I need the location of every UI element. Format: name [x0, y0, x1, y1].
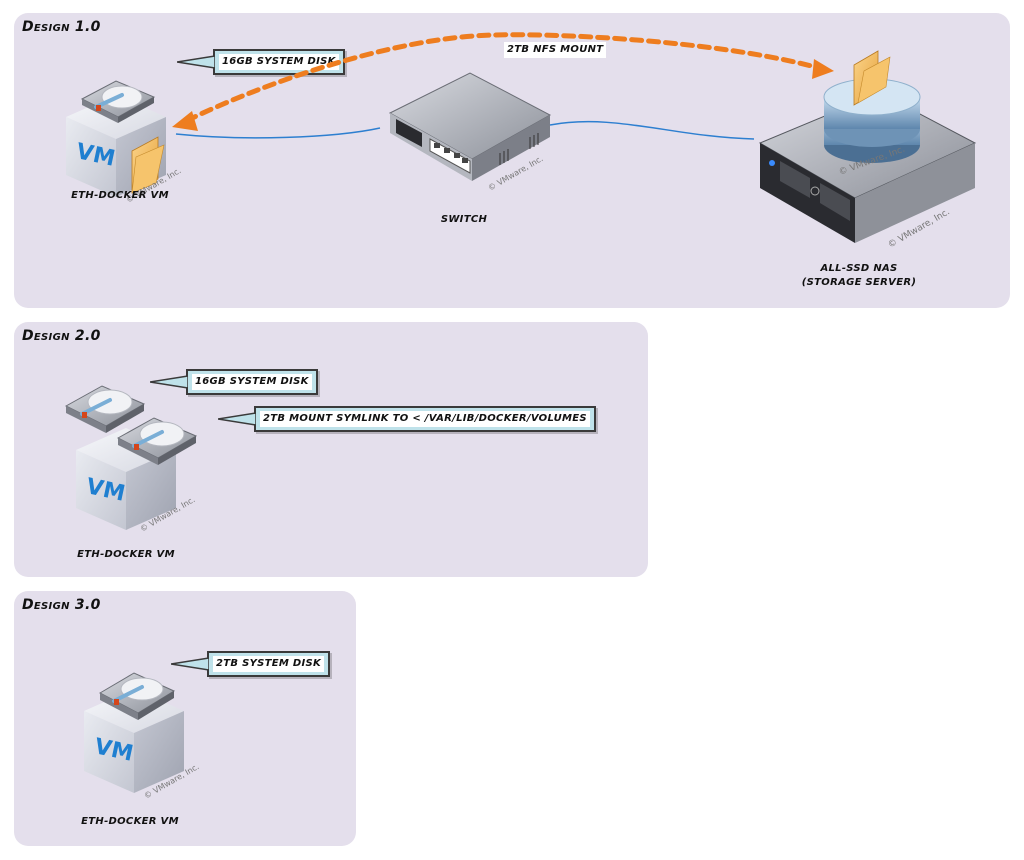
- folder-icon: [853, 50, 891, 106]
- design-2-title: Design 2.0: [22, 328, 101, 344]
- vm-label: eth-docker VM: [71, 190, 169, 201]
- vm-label: eth-docker VM: [77, 549, 175, 560]
- nas-server-icon: © VMware, Inc. © VMware, Inc.: [758, 50, 977, 251]
- switch-label: switch: [440, 214, 488, 225]
- callout-text: 16GB system disk: [219, 54, 339, 70]
- vm-cube-icon: VM © VMware, Inc.: [66, 80, 183, 205]
- callout-pointer: [171, 657, 209, 671]
- system-disk-callout: 16GB system disk: [177, 49, 345, 75]
- nas-label-line1: All-SSD NAS: [820, 263, 898, 274]
- callout-pointer: [177, 55, 215, 69]
- hard-disk-icon: [80, 80, 156, 123]
- hard-disk-icon: [116, 417, 198, 465]
- vm-label: eth-docker VM: [81, 816, 179, 827]
- nfs-mount-label: 2TB NFS mount: [504, 42, 607, 58]
- system-disk-callout: 16GB system disk: [150, 369, 318, 395]
- database-icon: [823, 78, 921, 163]
- hard-disk-icon: [98, 672, 176, 720]
- hard-disk-icon: [64, 385, 146, 433]
- network-switch-icon: © VMware, Inc.: [388, 72, 552, 193]
- network-cable-vm-switch: [175, 127, 381, 139]
- folder-icon: [131, 136, 165, 194]
- vm-cube-icon: VM © VMware, Inc.: [84, 672, 201, 801]
- callout-text: 16GB system disk: [192, 374, 312, 390]
- callout-text: 2TB Mount symlink to < /var/lib/docker/v…: [260, 411, 590, 427]
- vm-cube-icon: VM © VMware, Inc.: [64, 385, 198, 534]
- nas-label-line2: (storage server): [801, 277, 917, 288]
- design-1-panel: Design 1.0 VM © VMware, Inc. eth-docker …: [14, 13, 1010, 308]
- callout-text: 2TB system disk: [213, 656, 325, 672]
- network-cable-switch-nas: [549, 120, 755, 140]
- design-2-panel: Design 2.0 VM © VMware, Inc. eth-docker …: [14, 322, 648, 577]
- design-3-panel: Design 3.0 VM © VMware, Inc. eth-docker …: [14, 591, 356, 846]
- mount-disk-callout: 2TB Mount symlink to < /var/lib/docker/v…: [218, 406, 596, 432]
- power-led: [769, 160, 775, 166]
- nas-label: All-SSD NAS (storage server): [794, 262, 924, 290]
- callout-pointer: [150, 375, 188, 389]
- system-disk-callout: 2TB system disk: [171, 651, 331, 677]
- design-3-title: Design 3.0: [22, 597, 101, 613]
- design-1-title: Design 1.0: [22, 19, 101, 35]
- callout-pointer: [218, 412, 256, 426]
